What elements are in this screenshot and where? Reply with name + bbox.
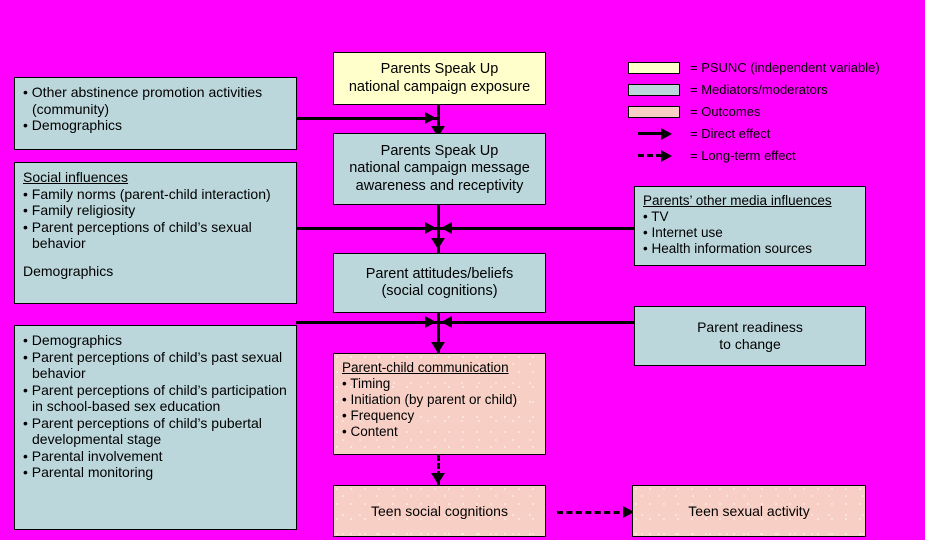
arrow-head <box>661 149 672 162</box>
parent-attitudes-line2: (social cognitions) <box>381 283 498 299</box>
connector-parent-covariates <box>296 321 442 324</box>
parent-readiness-line2: to change <box>719 336 781 352</box>
list-item: • Parent perceptions of child’s pubertal… <box>23 414 266 448</box>
list-item: • Demographics <box>23 332 123 348</box>
box-parent-covariates[interactable]: • Demographics • Parent perceptions of c… <box>14 325 297 530</box>
box-parent-readiness[interactable]: Parent readiness to change <box>634 306 866 366</box>
swatch-yellow-icon <box>628 61 680 74</box>
psunc-awareness-line2: national campaign message <box>349 160 530 177</box>
legend-item-direct-effect: = Direct effect <box>628 124 920 143</box>
list-item: • Health information sources <box>643 240 813 256</box>
parent-child-communication-heading: Parent-child communication <box>342 360 509 375</box>
list-item: • Parent perceptions of child’s sexual b… <box>23 218 256 252</box>
box-teen-sexual-activity[interactable]: Teen sexual activity <box>632 485 866 537</box>
list-item: • Timing <box>342 375 391 391</box>
arrow-dashed-icon <box>638 149 690 162</box>
arrowhead-awareness-to-attitudes <box>431 238 445 249</box>
teen-social-cognitions-label: Teen social cognitions <box>371 502 508 519</box>
arrowhead-other-abstinence <box>425 112 436 124</box>
list-item: • Parental monitoring <box>23 464 154 481</box>
box-other-abstinence[interactable]: • Other abstinence promotion activities … <box>14 77 297 150</box>
box-social-influences[interactable]: Social influences • Family norms (parent… <box>14 162 297 304</box>
box-psunc-exposure[interactable]: Parents Speak Up national campaign expos… <box>333 52 546 105</box>
legend-key-mediators <box>628 83 690 96</box>
legend: = PSUNC (independent variable) = Mediato… <box>628 58 920 168</box>
connector-communication-to-teen-cognitions <box>437 455 440 485</box>
legend-key-direct-effect <box>628 127 690 140</box>
connector-social-influences <box>296 227 442 230</box>
arrowhead-communication-to-teen-cognitions <box>431 473 445 484</box>
legend-label-long-term-effect: = Long-term effect <box>690 148 796 163</box>
list-item: • Internet use <box>643 224 723 240</box>
list-item: • TV <box>643 208 669 224</box>
legend-label-psunc: = PSUNC (independent variable) <box>690 60 880 75</box>
arrowhead-exposure-to-awareness <box>431 126 445 137</box>
arrow-solid-icon <box>638 127 690 140</box>
parents-other-media-heading: Parents’ other media influences <box>643 193 832 208</box>
connector-exposure-to-awareness <box>437 105 440 137</box>
box-psunc-awareness[interactable]: Parents Speak Up national campaign messa… <box>333 133 546 205</box>
spacer <box>23 252 289 264</box>
legend-item-outcomes: = Outcomes <box>628 102 920 121</box>
connector-parent-readiness <box>436 321 638 324</box>
legend-label-outcomes: = Outcomes <box>690 104 761 119</box>
legend-key-psunc <box>628 61 690 74</box>
psunc-exposure-line2: national campaign exposure <box>348 78 531 95</box>
list-item: • Parent perceptions of child’s particip… <box>23 381 291 415</box>
legend-label-direct-effect: = Direct effect <box>690 126 771 141</box>
legend-item-long-term-effect: = Long-term effect <box>628 146 920 165</box>
connector-other-abstinence <box>296 117 440 120</box>
social-influences-heading: Social influences <box>23 169 129 185</box>
arrow-shaft <box>638 153 662 157</box>
swatch-pink-icon <box>628 105 680 118</box>
arrowhead-teen-cognitions-to-activity <box>623 506 634 518</box>
arrow-shaft <box>638 131 662 135</box>
legend-key-long-term-effect <box>628 149 690 162</box>
arrowhead-parents-other-media <box>441 222 452 234</box>
teen-sexual-activity-label: Teen sexual activity <box>688 502 810 519</box>
list-item: • Content <box>342 423 398 439</box>
swatch-blue-icon <box>628 83 680 96</box>
list-item: • Family norms (parent-child interaction… <box>23 185 271 202</box>
arrowhead-social-influences <box>425 222 436 234</box>
box-teen-social-cognitions[interactable]: Teen social cognitions <box>333 485 546 537</box>
legend-label-mediators: = Mediators/moderators <box>690 82 828 97</box>
list-item: • Parental involvement <box>23 447 163 464</box>
arrowhead-attitudes-to-communication <box>431 342 445 353</box>
list-item: • Demographics <box>23 117 123 134</box>
social-influences-footer: Demographics <box>23 263 114 280</box>
psunc-awareness-line3: awareness and receptivity <box>355 177 524 194</box>
parent-readiness-line1: Parent readiness <box>697 319 803 336</box>
list-item: • Parent perceptions of child’s past sex… <box>23 348 287 382</box>
list-item: • Initiation (by parent or child) <box>342 391 518 407</box>
list-item: • Other abstinence promotion activities … <box>23 84 267 117</box>
arrowhead-parent-covariates <box>425 316 436 328</box>
connector-attitudes-to-communication <box>437 313 440 357</box>
psunc-awareness-line1: Parents Speak Up <box>380 143 499 160</box>
box-parent-child-communication[interactable]: Parent-child communication • Timing • In… <box>333 353 546 455</box>
arrow-head <box>661 127 672 140</box>
list-item: • Frequency <box>342 407 415 423</box>
psunc-exposure-line1: Parents Speak Up <box>380 61 499 78</box>
connector-parents-other-media <box>436 227 638 230</box>
parent-attitudes-line1: Parent attitudes/beliefs <box>365 265 514 282</box>
legend-item-mediators: = Mediators/moderators <box>628 80 920 99</box>
box-parents-other-media[interactable]: Parents’ other media influences • TV • I… <box>634 186 866 266</box>
legend-key-outcomes <box>628 105 690 118</box>
legend-item-psunc: = PSUNC (independent variable) <box>628 58 920 77</box>
arrowhead-parent-readiness <box>441 316 452 328</box>
box-parent-attitudes[interactable]: Parent attitudes/beliefs (social cogniti… <box>333 253 546 313</box>
connector-teen-cognitions-to-activity <box>557 511 629 514</box>
list-item: • Family religiosity <box>23 202 136 219</box>
